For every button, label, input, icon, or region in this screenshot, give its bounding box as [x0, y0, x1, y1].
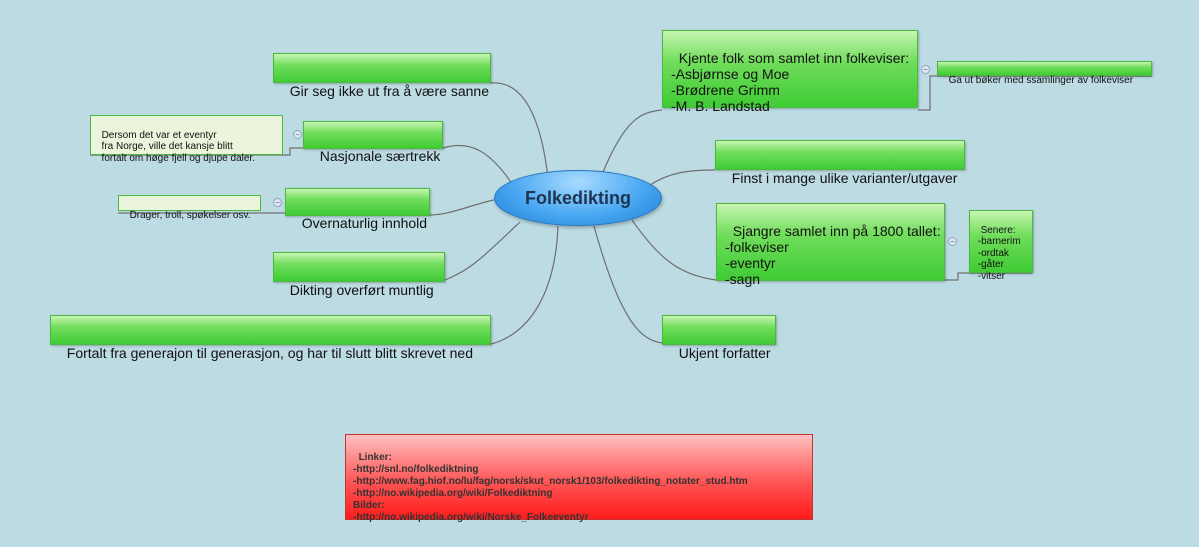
- node-label: Gir seg ikke ut fra å være sanne: [289, 83, 489, 99]
- node-gir-seg-ikke-ut[interactable]: Gir seg ikke ut fra å være sanne: [273, 53, 491, 99]
- node-label: Kjente folk som samlet inn folkeviser: -…: [671, 50, 910, 114]
- node-dikting-overfort-muntlig[interactable]: Dikting overført muntlig: [273, 252, 445, 298]
- node-kjente-folk[interactable]: Kjente folk som samlet inn folkeviser: -…: [662, 30, 918, 114]
- node-finst-i-mange-varianter[interactable]: Finst i mange ulike varianter/utgaver: [715, 140, 965, 186]
- node-sjangre-1800-tallet[interactable]: Sjangre samlet inn på 1800 tallet: -folk…: [716, 203, 945, 287]
- node-nasjonale-saertrekk[interactable]: Nasjonale særtrekk: [303, 121, 443, 164]
- subnode-eventyr-fra-norge[interactable]: Dersom det var et eventyr fra Norge, vil…: [90, 115, 283, 164]
- node-label: Nasjonale særtrekk: [319, 148, 441, 164]
- links-note[interactable]: Linker: -http://snl.no/folkediktning -ht…: [345, 434, 813, 523]
- collapse-toggle-icon[interactable]: −: [273, 198, 282, 207]
- subnode-label: Drager, troll, spøkelser osv.: [129, 209, 251, 221]
- node-label: Overnaturlig innhold: [301, 215, 428, 231]
- collapse-toggle-icon[interactable]: −: [921, 65, 930, 74]
- node-fortalt-fra-generasjon[interactable]: Fortalt fra generajon til generasjon, og…: [50, 315, 491, 361]
- node-overnaturlig-innhold[interactable]: Overnaturlig innhold: [285, 188, 430, 231]
- subnode-drager-troll[interactable]: Drager, troll, spøkelser osv.: [118, 195, 261, 221]
- node-ukjent-forfatter[interactable]: Ukjent forfatter: [662, 315, 776, 361]
- node-label: Finst i mange ulike varianter/utgaver: [731, 170, 958, 186]
- central-topic[interactable]: Folkedikting: [494, 170, 662, 226]
- subnode-label: Senere: -barnerim -ordtak -gåter -vitser: [977, 224, 1021, 282]
- collapse-toggle-icon[interactable]: −: [948, 237, 957, 246]
- subnode-ga-ut-boker[interactable]: Ga ut bøker med ssamlinger av folkeviser: [937, 61, 1152, 86]
- node-label: Dikting overført muntlig: [289, 282, 434, 298]
- subnode-label: Ga ut bøker med ssamlinger av folkeviser: [948, 74, 1134, 86]
- node-label: Ukjent forfatter: [678, 345, 771, 361]
- subnode-senere[interactable]: Senere: -barnerim -ordtak -gåter -vitser: [969, 210, 1033, 282]
- node-label: Sjangre samlet inn på 1800 tallet: -folk…: [725, 223, 941, 287]
- node-label: Fortalt fra generajon til generasjon, og…: [66, 345, 473, 361]
- collapse-toggle-icon[interactable]: −: [293, 130, 302, 139]
- links-note-text: Linker: -http://snl.no/folkediktning -ht…: [353, 452, 748, 523]
- subnode-label: Dersom det var et eventyr fra Norge, vil…: [101, 129, 255, 164]
- central-topic-label: Folkedikting: [524, 187, 631, 208]
